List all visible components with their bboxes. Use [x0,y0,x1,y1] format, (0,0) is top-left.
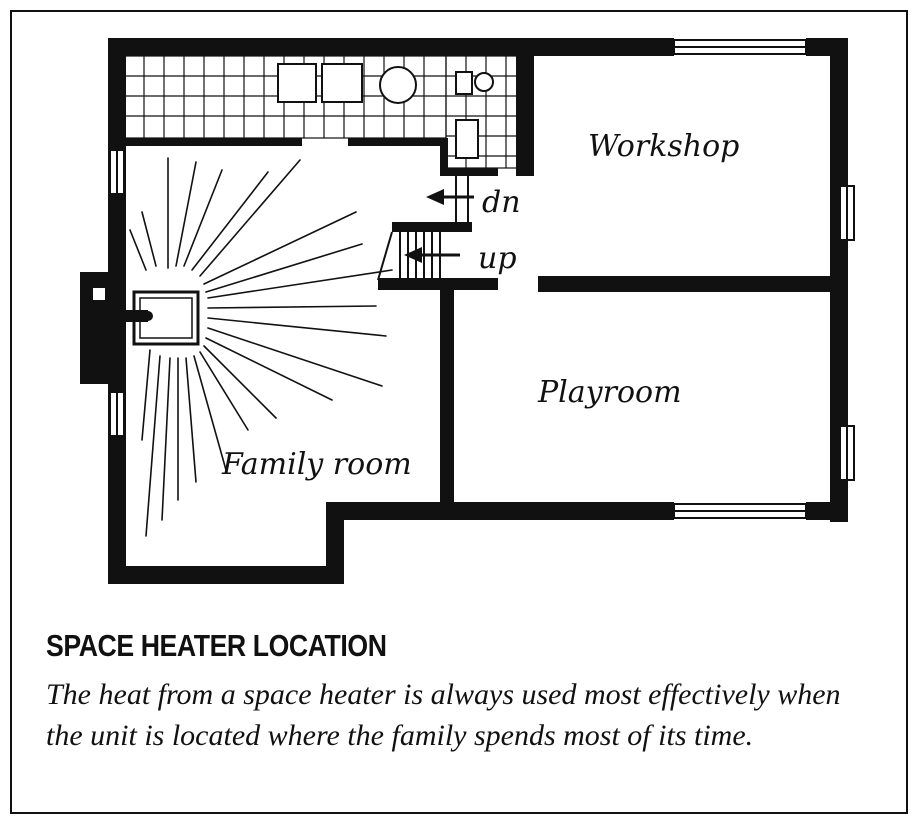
label-stairs-down: dn [482,185,521,220]
stair-down-arrow [426,189,474,205]
label-stairs-up: up [478,241,517,276]
stair-up-arrow [404,247,460,263]
label-family-room: Family room [221,447,412,482]
space-heater [112,290,200,346]
label-workshop: Workshop [588,129,739,164]
caption-text: The heat from a space heater is always u… [46,678,841,752]
washer-dryer [277,63,363,103]
toilet [455,71,494,95]
label-playroom: Playroom [537,375,682,410]
heat-radiation-lines [129,157,393,537]
chimney-flue [93,288,105,300]
bathroom-sink [455,119,479,159]
caption-title: SPACE HEATER LOCATION [46,628,387,663]
floor-plan: Workshop dn up Playroom Family room [80,38,855,584]
windows [109,39,855,519]
water-heater [379,66,417,104]
